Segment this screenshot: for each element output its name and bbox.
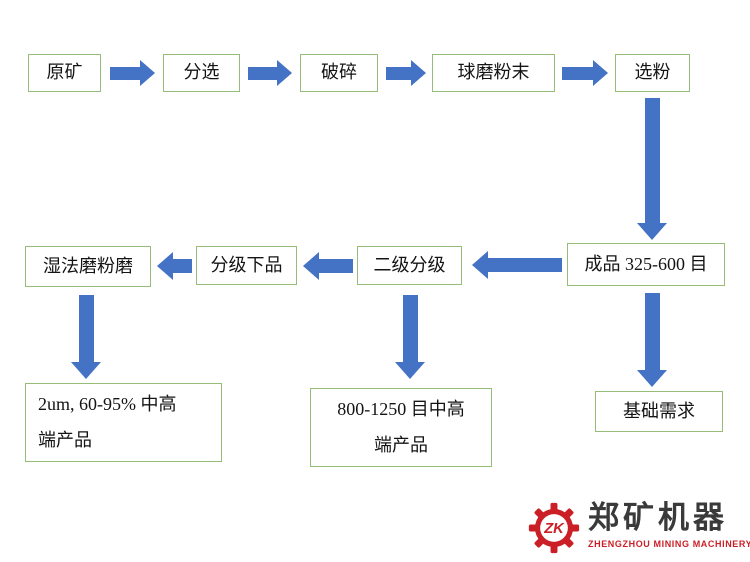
- node-ball-mill-powder: 球磨粉末: [432, 54, 555, 92]
- arrow-sorting-to-crushing: [248, 60, 292, 86]
- arrow-head: [637, 223, 667, 240]
- arrow-shaft: [402, 295, 418, 362]
- node-fine-product-line2: 端产品: [38, 429, 92, 450]
- arrow-shaft: [644, 98, 660, 223]
- arrow-finished-product-to-secondary-classification: [472, 250, 562, 280]
- arrow-shaft: [78, 295, 94, 362]
- company-logo: ZK 郑矿机器 ZHENGZHOU MINING MACHINERY: [528, 500, 750, 554]
- arrow-wet-grinding-mill-to-fine-product: [71, 295, 101, 379]
- node-wet-grinding-mill: 湿法磨粉磨: [25, 246, 151, 287]
- arrow-head: [637, 370, 667, 387]
- arrow-secondary-classification-to-lower-product: [303, 252, 353, 280]
- arrow-head: [411, 60, 426, 86]
- node-finished-product: 成品 325-600 目: [567, 243, 725, 286]
- arrow-crushing-to-ball-mill: [386, 60, 426, 86]
- node-fine-product-line1: 2um, 60-95% 中高: [38, 394, 177, 415]
- node-mesh-product-text: 800-1250 目中高 端产品: [317, 392, 485, 462]
- logo-text-block: 郑矿机器 ZHENGZHOU MINING MACHINERY: [588, 500, 750, 549]
- arrow-finished-product-to-basic-demand: [637, 293, 667, 387]
- arrow-raw-ore-to-sorting: [110, 60, 155, 86]
- node-secondary-classification: 二级分级: [357, 246, 462, 285]
- gear-icon: ZK: [528, 502, 580, 554]
- arrow-head: [157, 252, 173, 280]
- arrow-shaft: [386, 66, 411, 80]
- arrow-ball-mill-to-powder-selection: [562, 60, 608, 86]
- arrow-shaft: [562, 66, 593, 80]
- arrow-head: [71, 362, 101, 379]
- arrow-shaft: [110, 66, 140, 80]
- node-mesh-product-line2: 端产品: [374, 434, 428, 455]
- arrow-head: [303, 252, 319, 280]
- arrow-head: [593, 60, 608, 86]
- node-powder-selection: 选粉: [615, 54, 690, 92]
- node-crushing: 破碎: [300, 54, 378, 92]
- arrow-head: [395, 362, 425, 379]
- arrow-secondary-classification-to-mesh-product: [395, 295, 425, 379]
- company-subtitle: ZHENGZHOU MINING MACHINERY: [588, 538, 750, 549]
- node-classified-lower-product: 分级下品: [196, 246, 297, 285]
- arrow-shaft: [319, 259, 353, 273]
- node-basic-demand: 基础需求: [595, 391, 723, 432]
- node-fine-product: 2um, 60-95% 中高 端产品: [25, 383, 222, 462]
- node-fine-product-text: 2um, 60-95% 中高 端产品: [38, 387, 209, 457]
- arrow-shaft: [488, 258, 562, 272]
- node-mesh-product-line1: 800-1250 目中高: [337, 399, 465, 420]
- node-mesh-product: 800-1250 目中高 端产品: [310, 388, 492, 467]
- company-name: 郑矿机器: [588, 500, 728, 535]
- arrow-powder-selection-to-finished-product: [637, 98, 667, 240]
- arrow-head: [472, 251, 488, 279]
- node-sorting: 分选: [163, 54, 240, 92]
- arrow-shaft: [644, 293, 660, 370]
- arrow-head: [140, 60, 155, 86]
- arrow-shaft: [248, 66, 277, 80]
- arrow-head: [277, 60, 292, 86]
- arrow-shaft: [173, 259, 192, 273]
- logo-monogram: ZK: [543, 521, 565, 537]
- node-raw-ore: 原矿: [28, 54, 101, 92]
- arrow-lower-product-to-wet-grinding-mill: [157, 252, 192, 280]
